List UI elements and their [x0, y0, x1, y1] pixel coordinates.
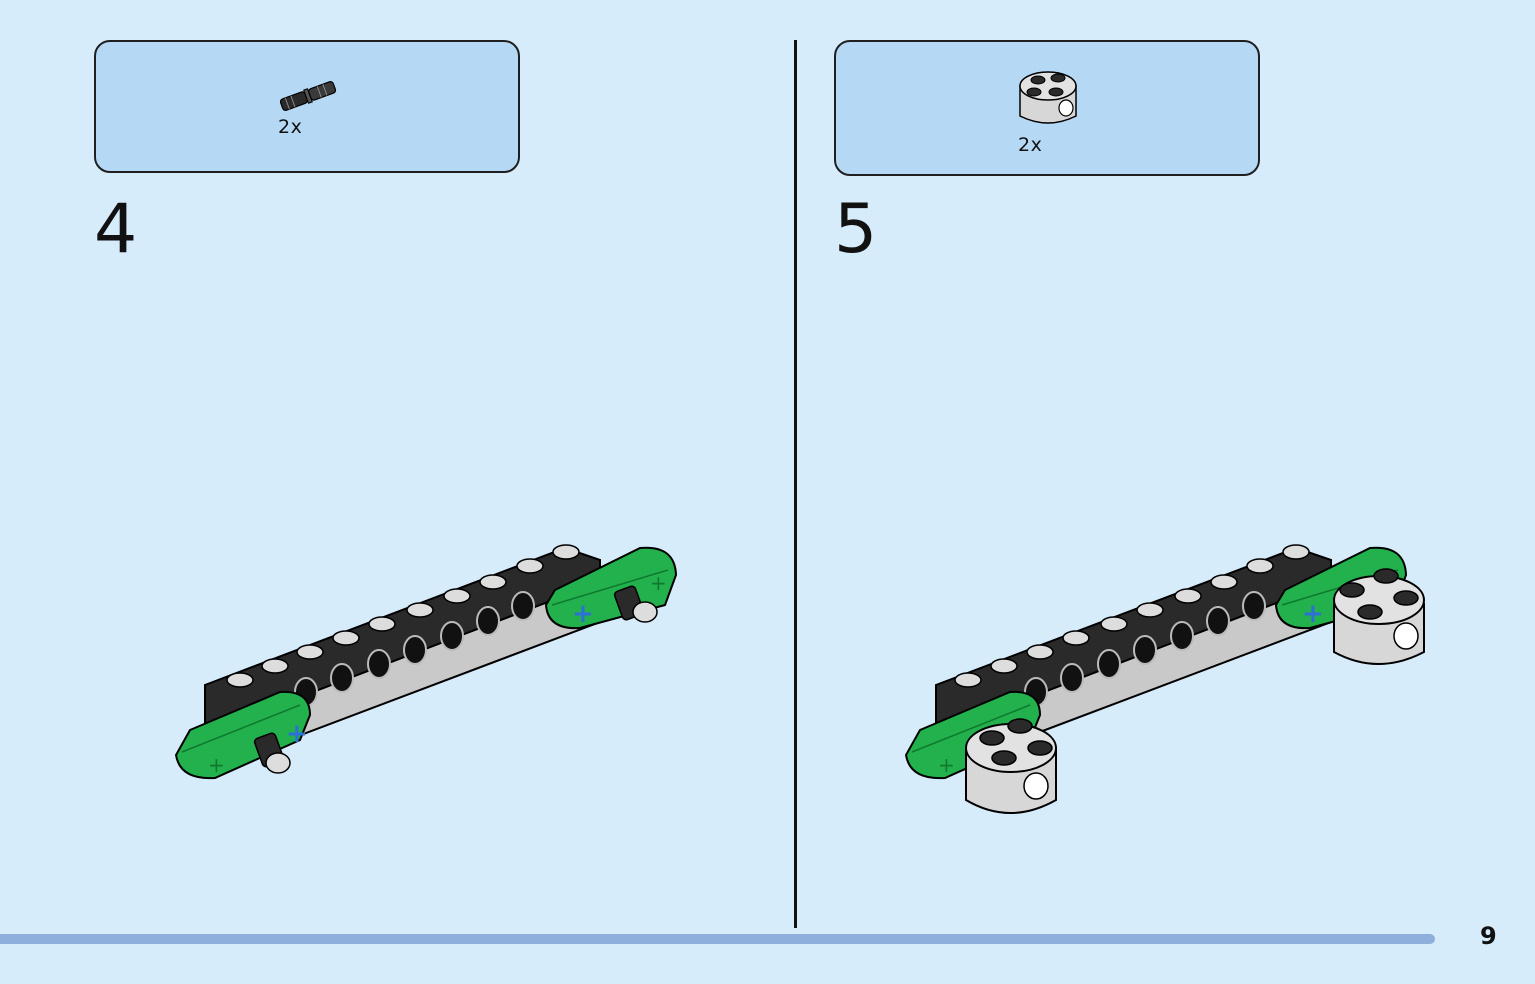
svg-text:+: + [286, 719, 308, 749]
step-4-assembly: + + + + [174, 544, 678, 780]
step-5-round-brick-right [1333, 568, 1425, 665]
pin-icon [279, 81, 337, 111]
step-4-green-beam-left: + + [174, 690, 312, 780]
step-5-round-brick-left [965, 718, 1057, 814]
parts-box-step-4: 2x [94, 40, 520, 173]
step-divider [794, 40, 797, 928]
page-number: 9 [1480, 922, 1497, 950]
step-4-green-beam-right: + + [544, 546, 678, 630]
svg-text:+: + [650, 571, 667, 595]
step-number: 5 [834, 190, 878, 269]
svg-text:+: + [208, 753, 225, 777]
svg-text:+: + [572, 599, 594, 629]
page-progress-bar [0, 934, 1435, 944]
svg-text:+: + [938, 753, 955, 777]
parts-box-step-5: 2x [834, 40, 1260, 176]
svg-text:+: + [1302, 599, 1324, 629]
part-quantity: 2x [1018, 134, 1043, 156]
part-quantity: 2x [278, 116, 303, 138]
step-number: 4 [94, 190, 138, 269]
round-brick-icon [1019, 71, 1077, 124]
step-5-assembly: + + [904, 544, 1425, 814]
